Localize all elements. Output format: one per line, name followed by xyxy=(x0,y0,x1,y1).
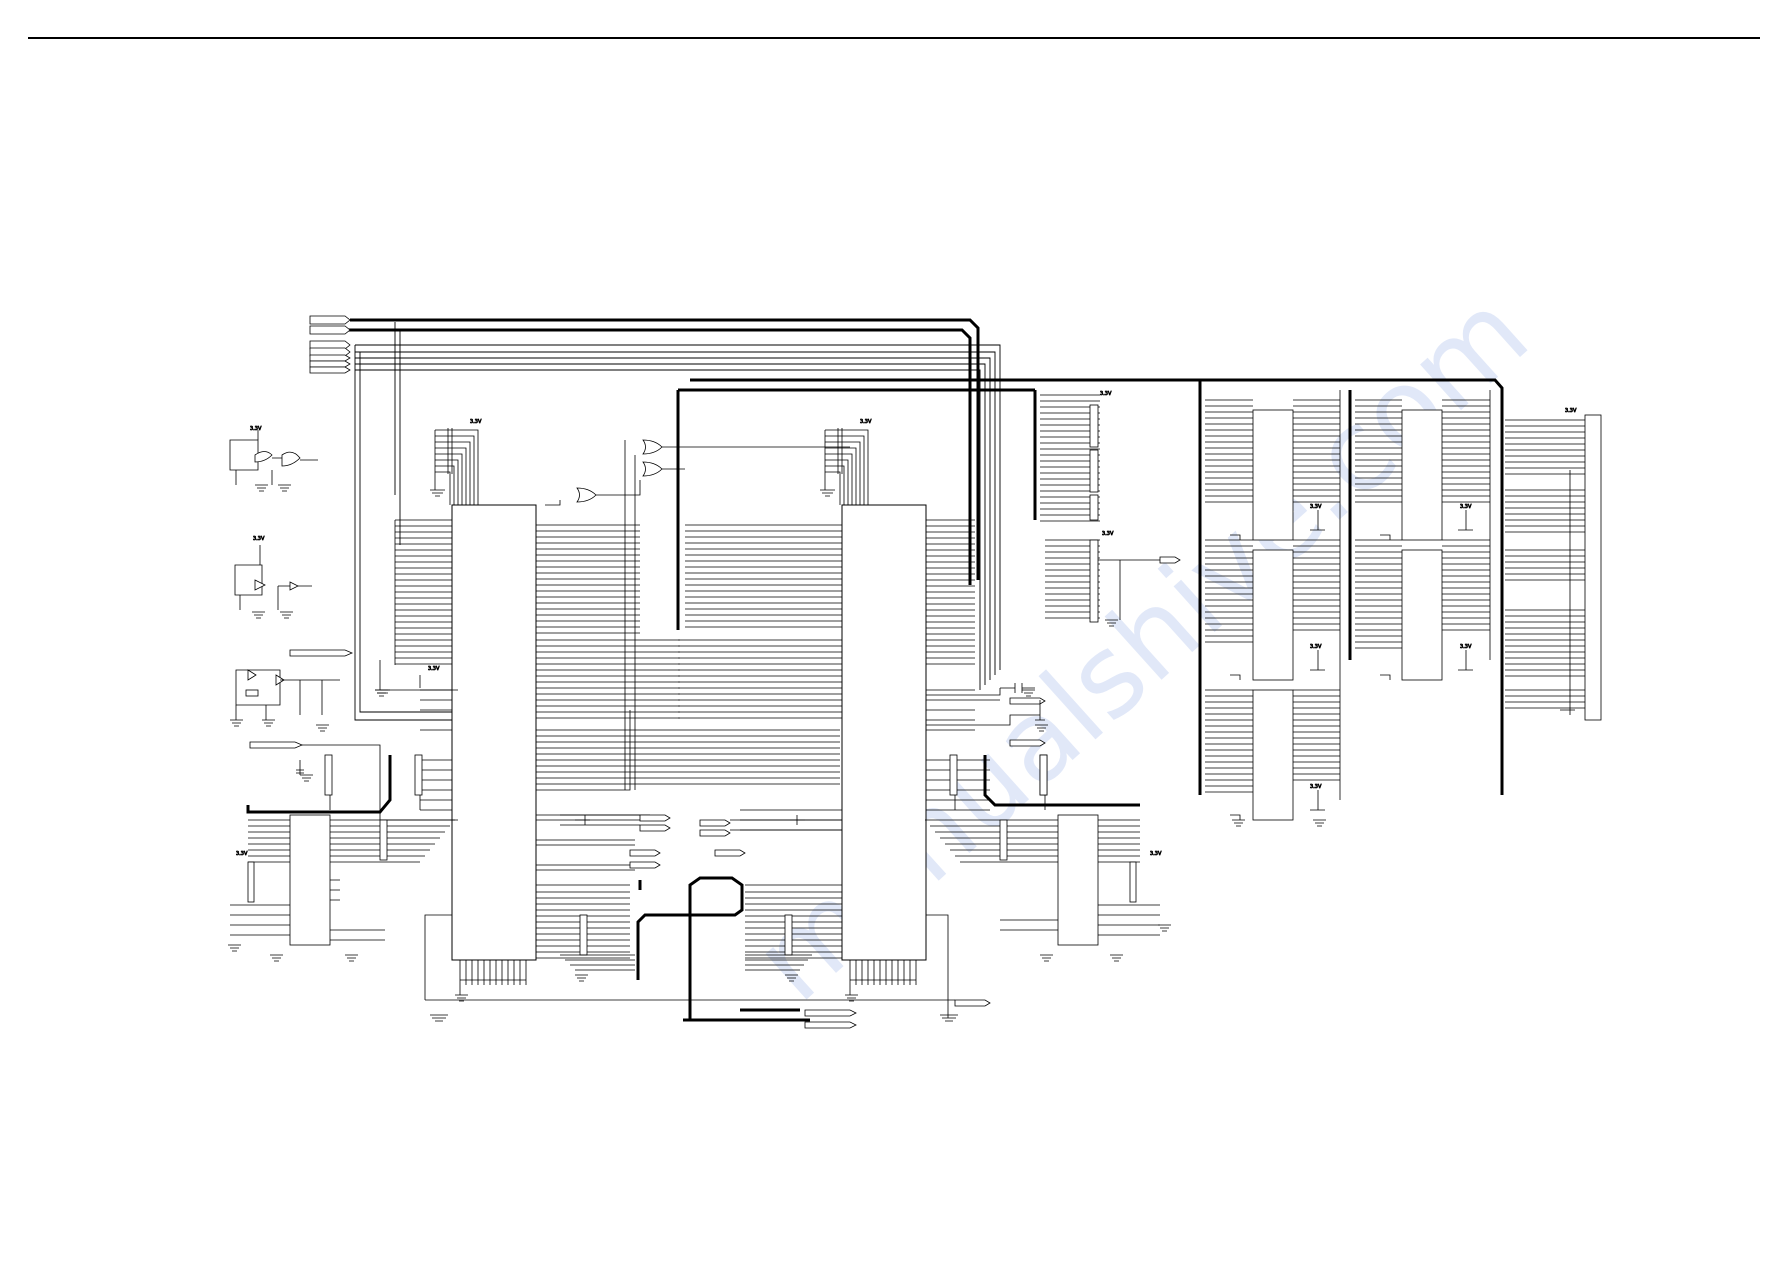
osc-circuit-1: 3.3V xyxy=(229,426,318,485)
main-ic-1-left-pins xyxy=(394,519,452,811)
svg-text:3.3V: 3.3V xyxy=(470,419,482,425)
bottom-wiring xyxy=(424,914,958,1022)
top-bus-fan xyxy=(354,322,1001,721)
svg-text:3.3V: 3.3V xyxy=(1310,644,1322,650)
edge-connector: 3.3V xyxy=(1505,408,1602,721)
osc-circuit-2: 3.3V xyxy=(234,536,312,610)
svg-text:3.3V: 3.3V xyxy=(1102,531,1114,537)
osc-circuit-3 xyxy=(235,649,354,720)
bypass-caps-ic1: 3.3V xyxy=(430,419,482,505)
main-ic-2-right-pins xyxy=(926,519,1000,811)
svg-text:3.3V: 3.3V xyxy=(1460,504,1472,510)
main-ic-1 xyxy=(394,504,840,985)
main-ic-1-right-pins xyxy=(536,524,840,959)
svg-text:3.3V: 3.3V xyxy=(236,851,248,857)
svg-text:3.3V: 3.3V xyxy=(1565,408,1577,414)
right-buffer-ic: 3.3V xyxy=(925,814,1162,946)
memory-bank-column-2: 3.3V 3.3V xyxy=(1355,390,1491,681)
svg-text:3.3V: 3.3V xyxy=(1310,784,1322,790)
bypass-caps-ic2: 3.3V xyxy=(820,419,872,505)
main-ic-2-bottom-pins xyxy=(849,960,917,985)
caps-left-mid: 3.3V xyxy=(249,660,458,821)
ground-symbols xyxy=(228,484,1326,1002)
svg-text:3.3V: 3.3V xyxy=(1150,851,1162,857)
svg-text:3.3V: 3.3V xyxy=(250,426,262,432)
svg-text:3.3V: 3.3V xyxy=(253,536,265,542)
offpage-connectors-top xyxy=(309,315,351,374)
ic2-aux-components xyxy=(926,683,1048,796)
svg-text:3.3V: 3.3V xyxy=(860,419,872,425)
svg-text:3.3V: 3.3V xyxy=(1100,391,1112,397)
main-ic-1-bottom-pins xyxy=(459,960,527,985)
memory-bank-column-1: 3.3V 3.3V 3.3V xyxy=(1205,390,1341,821)
resistor-networks-right: 3.3V 3.3V xyxy=(1040,391,1181,623)
svg-text:3.3V: 3.3V xyxy=(1310,504,1322,510)
mid-connectors xyxy=(560,814,991,1029)
main-ic-2 xyxy=(678,504,1000,985)
left-buffer-ic: 3.3V xyxy=(230,814,455,946)
or-gates xyxy=(545,439,850,790)
svg-text:3.3V: 3.3V xyxy=(1460,644,1472,650)
svg-text:3.3V: 3.3V xyxy=(428,666,440,672)
